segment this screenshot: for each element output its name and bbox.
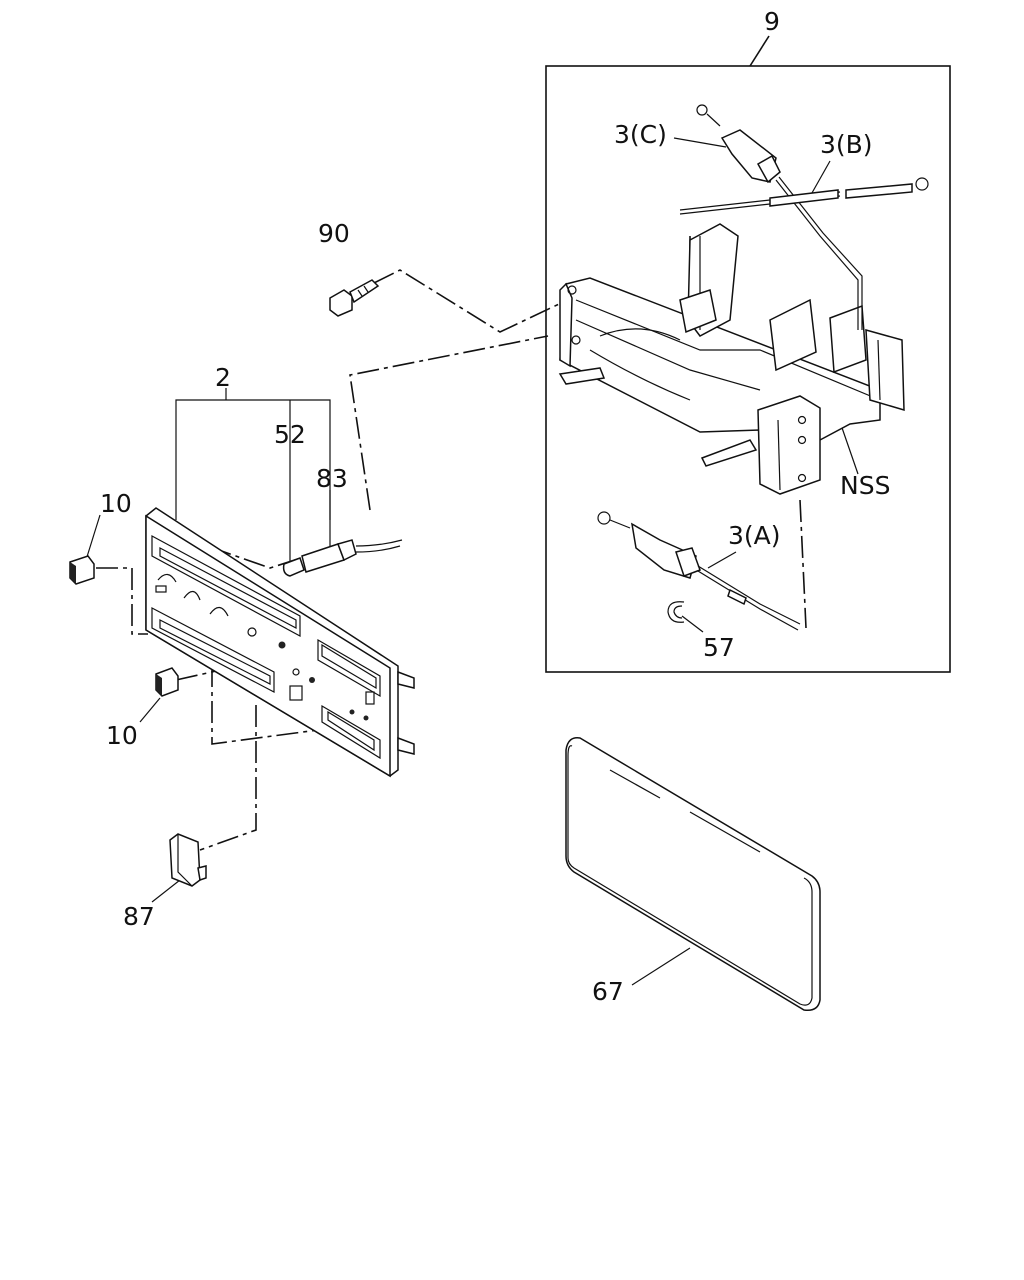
callout-87: 87 bbox=[123, 902, 155, 931]
callout-3c: 3(C) bbox=[614, 120, 667, 149]
screw-90 bbox=[329, 279, 380, 317]
callout-3a: 3(A) bbox=[728, 521, 781, 550]
panel-67 bbox=[565, 737, 821, 1012]
cable-3c bbox=[696, 104, 863, 330]
callout-2: 2 bbox=[215, 363, 231, 392]
callout-90: 90 bbox=[318, 219, 350, 248]
assembly-box-9 bbox=[545, 35, 951, 673]
callout-3b: 3(B) bbox=[820, 130, 873, 159]
leader-lines bbox=[85, 137, 859, 986]
lever-assembly-nss bbox=[558, 223, 905, 495]
socket-83 bbox=[301, 539, 403, 573]
faceplate-2 bbox=[145, 507, 415, 778]
callout-10-bottom: 10 bbox=[106, 721, 138, 750]
callout-67: 67 bbox=[592, 977, 624, 1006]
callout-nss: NSS bbox=[840, 471, 890, 500]
callout-9: 9 bbox=[764, 7, 780, 36]
cable-3b bbox=[679, 177, 929, 215]
callout-83: 83 bbox=[316, 464, 348, 493]
knob-10-top bbox=[69, 555, 95, 585]
callout-10-top: 10 bbox=[100, 489, 132, 518]
cap-87 bbox=[169, 833, 207, 887]
bulb-52 bbox=[282, 557, 305, 577]
callout-57: 57 bbox=[703, 633, 735, 662]
cable-3a bbox=[597, 511, 801, 631]
knob-10-bottom bbox=[155, 667, 179, 697]
clip-57 bbox=[667, 601, 685, 623]
